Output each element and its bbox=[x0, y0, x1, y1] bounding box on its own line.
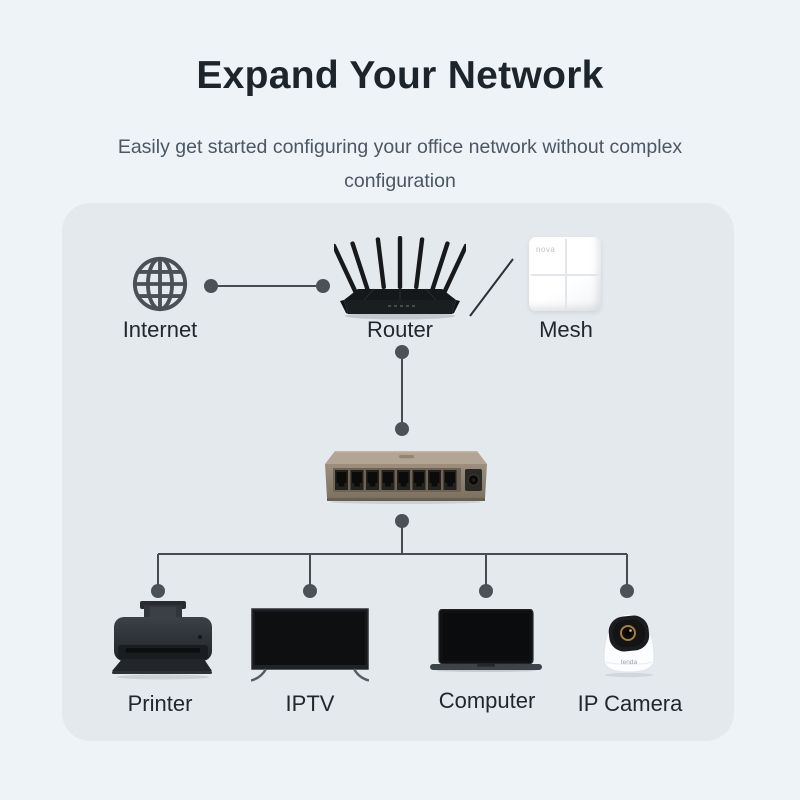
computer-label: Computer bbox=[438, 688, 536, 713]
printer-label: Printer bbox=[127, 691, 193, 716]
connector-dots bbox=[151, 279, 634, 598]
switch-icon bbox=[325, 451, 487, 504]
iptv-label: IPTV bbox=[285, 691, 335, 716]
dot-computer bbox=[479, 584, 493, 598]
dot-printer bbox=[151, 584, 165, 598]
globe-icon bbox=[132, 256, 188, 312]
dot-camera bbox=[620, 584, 634, 598]
router-node bbox=[334, 227, 466, 321]
switch-node bbox=[319, 445, 493, 504]
computer-node bbox=[430, 609, 542, 672]
printer-icon bbox=[112, 601, 212, 680]
router-icon bbox=[334, 236, 466, 320]
ip-camera-icon: tenda bbox=[603, 613, 655, 678]
dot-switch-bottom bbox=[395, 514, 409, 528]
mesh-label: Mesh bbox=[539, 317, 593, 342]
dot-iptv bbox=[303, 584, 317, 598]
router-label: Router bbox=[366, 317, 434, 342]
internet-node bbox=[131, 255, 189, 313]
printer-node bbox=[110, 601, 216, 681]
router-mesh-slash bbox=[469, 258, 514, 317]
dot-internet bbox=[204, 279, 218, 293]
camera-brand-logo: tenda bbox=[621, 659, 638, 666]
iptv-node bbox=[251, 607, 369, 683]
mesh-brand-logo: nova bbox=[536, 245, 556, 254]
internet-label: Internet bbox=[122, 317, 198, 342]
iptv-icon bbox=[251, 608, 369, 682]
diagram-card: Internet bbox=[62, 203, 734, 741]
dot-router-left bbox=[316, 279, 330, 293]
dot-switch-top bbox=[395, 422, 409, 436]
page-title: Expand Your Network bbox=[196, 54, 604, 97]
dot-router-bottom bbox=[395, 345, 409, 359]
connector-lines bbox=[157, 258, 628, 591]
computer-icon bbox=[430, 609, 542, 672]
page-subtitle: Easily get started configuring your offi… bbox=[117, 136, 683, 192]
connector-overlay bbox=[151, 258, 634, 598]
ip-camera-node: tenda bbox=[595, 601, 663, 679]
mesh-groove-horizontal bbox=[531, 274, 599, 276]
mesh-node: nova bbox=[529, 237, 601, 311]
ip-camera-label: IP Camera bbox=[577, 691, 683, 716]
